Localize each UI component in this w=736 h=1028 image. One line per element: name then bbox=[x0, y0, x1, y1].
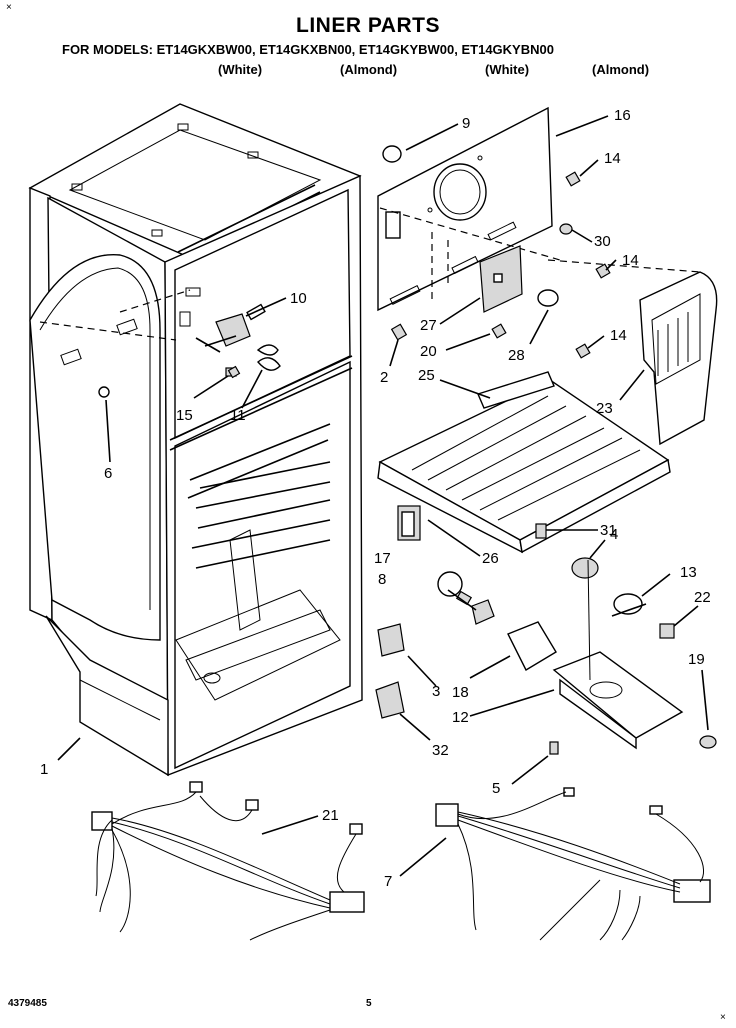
callout-28: 28 bbox=[508, 347, 525, 364]
callout-26: 26 bbox=[482, 550, 499, 567]
wire-harness-21-drawing bbox=[91, 781, 365, 941]
callout-17: 17 bbox=[374, 550, 391, 567]
liner-cabinet-drawing bbox=[28, 103, 363, 777]
thermostat-13-drawing bbox=[611, 593, 647, 617]
callout-23: 23 bbox=[596, 400, 613, 417]
callout-11: 11 bbox=[230, 407, 246, 424]
callout-25: 25 bbox=[418, 367, 435, 384]
part-18-drawing bbox=[507, 621, 557, 671]
page-title: LINER PARTS bbox=[296, 14, 440, 37]
part-4-drawing bbox=[571, 557, 599, 579]
wire-harness-7-drawing bbox=[435, 787, 711, 941]
part-6-plug bbox=[98, 386, 110, 398]
models-line: FOR MODELS: ET14GKXBW00, ET14GKXBN00, ET… bbox=[62, 42, 554, 57]
callout-27: 27 bbox=[420, 317, 437, 334]
callout-14-a: 14 bbox=[604, 150, 621, 167]
grommet-9-drawing bbox=[382, 145, 402, 163]
callout-15: 15 bbox=[176, 407, 193, 424]
callout-labels: 1 2 3 4 5 6 7 8 9 10 11 12 13 14 14 14 1… bbox=[40, 107, 711, 890]
housing-12-drawing bbox=[552, 559, 684, 750]
callout-13: 13 bbox=[680, 564, 697, 581]
leader-lines bbox=[57, 115, 709, 877]
part-31-drawing bbox=[535, 523, 547, 539]
shelf-25-drawing bbox=[377, 371, 671, 554]
part-32-drawing bbox=[375, 681, 405, 719]
callout-4: 4 bbox=[610, 526, 618, 543]
callout-30: 30 bbox=[594, 233, 611, 250]
part-22-drawing bbox=[659, 623, 675, 639]
callout-3: 3 bbox=[432, 683, 440, 700]
callout-9: 9 bbox=[462, 115, 470, 132]
callout-7: 7 bbox=[384, 873, 392, 890]
callout-16: 16 bbox=[614, 107, 631, 124]
callout-6: 6 bbox=[104, 465, 112, 482]
variant-label-1: (White) bbox=[218, 62, 263, 77]
corner-mark-bottom-right: × bbox=[720, 1012, 726, 1023]
variant-label-3: (White) bbox=[485, 62, 530, 77]
part-19-drawing bbox=[699, 735, 717, 749]
part-30-drawing bbox=[559, 223, 573, 235]
variant-label-2: (Almond) bbox=[340, 62, 398, 77]
bracket-27-slot bbox=[493, 273, 503, 283]
callout-31: 31 bbox=[600, 522, 617, 539]
callout-1: 1 bbox=[40, 761, 48, 778]
variant-label-4: (Almond) bbox=[592, 62, 650, 77]
callout-19: 19 bbox=[688, 651, 705, 668]
callout-21: 21 bbox=[322, 807, 339, 824]
socket-8-drawing bbox=[471, 599, 495, 625]
part-2-drawing bbox=[390, 323, 408, 341]
bulb-17-drawing bbox=[437, 571, 473, 606]
callout-8: 8 bbox=[378, 571, 386, 588]
callout-5: 5 bbox=[492, 780, 500, 797]
callout-10: 10 bbox=[290, 290, 307, 307]
part-28-drawing bbox=[537, 289, 559, 307]
corner-mark-top-left: × bbox=[6, 2, 12, 13]
callout-2: 2 bbox=[380, 369, 388, 386]
callout-12: 12 bbox=[452, 709, 469, 726]
footer-part-number: 4379485 bbox=[8, 998, 47, 1009]
callout-18: 18 bbox=[452, 684, 469, 701]
light-shield-23-drawing bbox=[639, 271, 718, 446]
footer-page-number: 5 bbox=[366, 998, 372, 1009]
callout-14-c: 14 bbox=[610, 327, 627, 344]
callout-32: 32 bbox=[432, 742, 449, 759]
callout-20: 20 bbox=[420, 343, 437, 360]
light-socket-26-drawing bbox=[397, 505, 421, 541]
part-3-drawing bbox=[377, 623, 405, 657]
screw-5-drawing bbox=[549, 741, 559, 755]
callout-14-b: 14 bbox=[622, 252, 639, 269]
callout-22: 22 bbox=[694, 589, 711, 606]
rear-panel-drawing bbox=[377, 106, 701, 312]
screws-14-drawing bbox=[227, 171, 611, 379]
